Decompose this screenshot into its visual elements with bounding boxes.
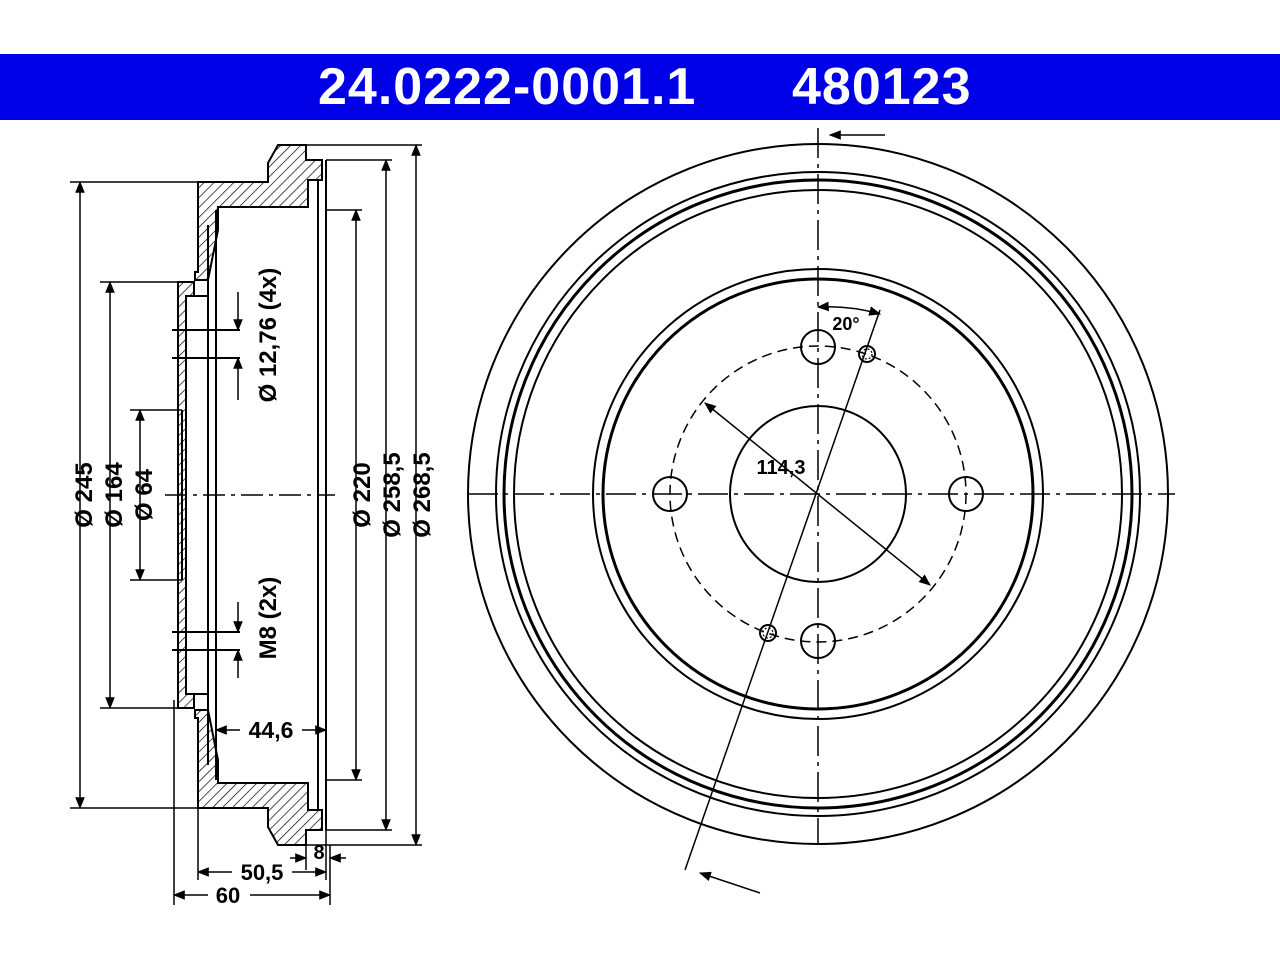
dim-width-8: 8	[313, 842, 324, 864]
dim-dia-164: Ø 164	[101, 462, 128, 528]
article-number: 24.0222-0001.1	[318, 58, 697, 116]
reference-number: 480123	[792, 58, 972, 116]
front-view	[467, 128, 1175, 894]
dim-bolt-hole: Ø 12,76 (4x)	[255, 268, 282, 403]
dim-dia-268-5: Ø 268,5	[409, 452, 436, 537]
side-dimension-texts: Ø 245 Ø 164 Ø 64 Ø 220 Ø 258,5 Ø 268,5 Ø…	[71, 268, 436, 908]
dim-width-50-5: 50,5	[241, 860, 284, 885]
front-dimension-texts: 114,3 20°	[757, 314, 860, 479]
side-dimension-lines	[70, 143, 422, 905]
header-bar	[0, 54, 1280, 120]
dim-dia-220: Ø 220	[349, 462, 376, 527]
dim-thread: M8 (2x)	[255, 577, 282, 660]
thread-hole-bottom-inner	[762, 627, 774, 639]
drum-section-upper	[194, 144, 323, 281]
dim-angle: 20°	[832, 314, 859, 334]
thread-hole-bottom	[759, 624, 777, 642]
dim-dia-258-5: Ø 258,5	[379, 452, 406, 537]
drum-section-lower	[194, 709, 323, 846]
dim-depth-44-6: 44,6	[249, 717, 294, 743]
dim-width-60: 60	[216, 883, 240, 908]
dim-dia-245: Ø 245	[71, 462, 98, 527]
dim-dia-64: Ø 64	[131, 468, 158, 521]
side-view	[165, 144, 335, 846]
thread-hole-top-inner	[861, 348, 873, 360]
dim-pcd: 114,3	[757, 457, 806, 479]
